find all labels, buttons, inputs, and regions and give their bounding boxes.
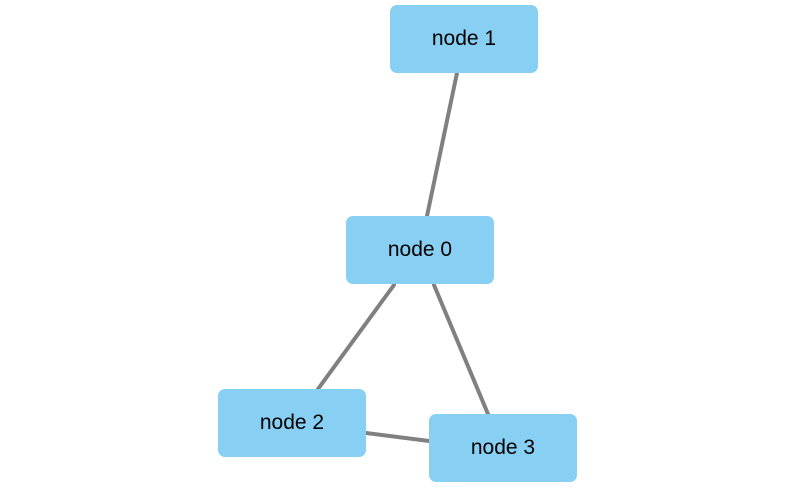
- edge-node0-node1: [425, 71, 459, 218]
- node-3-label: node 3: [470, 436, 536, 459]
- edge-node0-node2: [316, 283, 396, 391]
- node-1[interactable]: node 1: [390, 5, 538, 73]
- node-1-label: node 1: [431, 27, 497, 50]
- edge-node0-node3: [432, 283, 490, 416]
- node-2[interactable]: node 2: [218, 389, 366, 457]
- node-2-label: node 2: [259, 411, 325, 434]
- node-3[interactable]: node 3: [429, 414, 577, 482]
- node-0-label: node 0: [387, 238, 453, 261]
- node-0[interactable]: node 0: [346, 216, 494, 284]
- edge-node2-node3: [364, 431, 431, 443]
